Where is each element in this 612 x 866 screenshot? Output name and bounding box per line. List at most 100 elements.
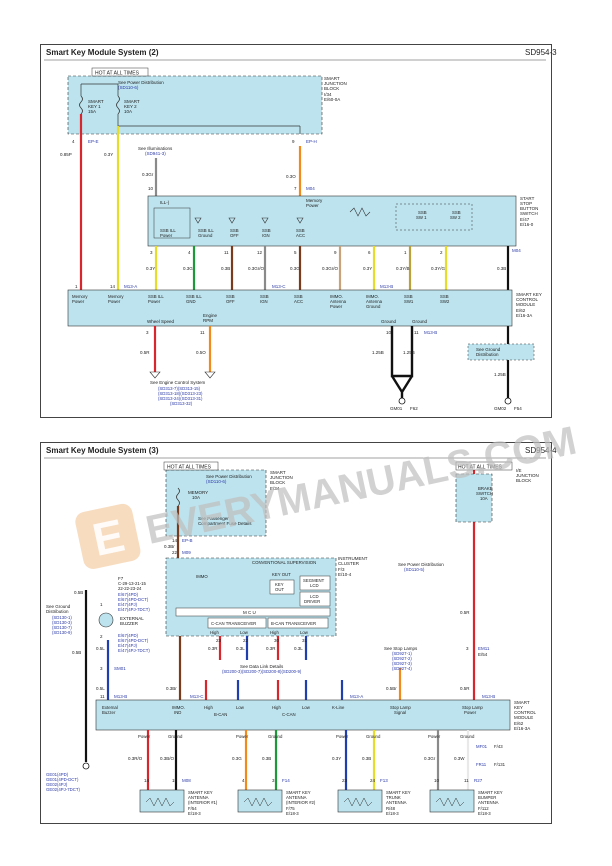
smart-key-control-module-2 [95, 699, 511, 731]
g-right-ref: F54 [514, 406, 522, 411]
ground-ref-1: (SD130-3) [52, 620, 72, 625]
brake-block-3: 10A [480, 496, 488, 501]
wire-05br: 0.5Br [386, 686, 397, 691]
ground-icon-right [504, 397, 512, 405]
buzzer-icon [98, 612, 114, 628]
ground-icon-page2 [82, 762, 90, 770]
mid-wire-5: 0.3Gr/O [322, 266, 339, 271]
antenna2-c: (INTERIOR #2) [286, 800, 316, 805]
sw-ssb-ign-2: IGN [262, 233, 270, 238]
m2-label-1: IMMO. [172, 705, 185, 710]
watermark: E EVERYMANUALS.COM [75, 419, 580, 569]
mod-label2-7: Antenna [330, 299, 347, 304]
wire-05b: 0.5B [74, 590, 83, 595]
ant-label-2: Power [236, 734, 249, 739]
antenna4: SMART KEY [478, 790, 503, 795]
ie-junction-2: JUNCTION [516, 473, 539, 478]
switch-module-wires [154, 246, 510, 398]
fuse1-label-3: 15A [88, 109, 96, 114]
m2-ctrl-2: KEY [514, 705, 523, 710]
mod-label3-7: Power [330, 304, 343, 309]
ill-label: ILL-) [160, 200, 170, 205]
mod-label-4: SSB [226, 294, 235, 299]
fuse1-label: SMART [88, 99, 104, 104]
antenna-bumper [429, 789, 475, 813]
brake-block: BRAKE [478, 486, 493, 491]
ant-label-4: Power [336, 734, 349, 739]
see-stop-lamps: See Stop Lamps [384, 646, 418, 651]
mod-label-9: SSB [404, 294, 413, 299]
sw-ssb-ign: SSB [262, 228, 271, 233]
antenna4-c: ANTENNA [478, 800, 499, 805]
ext-buzzer-2: BUZZER [120, 621, 139, 626]
see-ground-2: Distribution [476, 352, 499, 357]
mod-label2-1: Power [108, 299, 121, 304]
gconn-2: GE02(4PJ) [46, 782, 68, 787]
instrument-cluster-label: INSTRUMENT [338, 556, 368, 561]
ssb-sw2-b: SW 2 [450, 215, 461, 220]
hot-label-box [91, 67, 149, 77]
mod-pin-0: 1 [75, 284, 78, 289]
pin-3b: 3 [100, 666, 103, 671]
mod-label2-5: IGN [260, 299, 268, 304]
wire-03br2: 0.3Br [166, 686, 177, 691]
bcan-label: B-CAN TRANSCEIVER [271, 621, 316, 626]
ground-ref-3: (SD130-9) [52, 630, 72, 635]
sw-ssb-ill-ground-2: Ground [198, 233, 213, 238]
fuse1-label-2: KEY 1 [88, 104, 101, 109]
low-1: Low [240, 630, 249, 635]
smart-key-ref-2: E/16-3A [516, 313, 532, 318]
ie-junction: I/E [516, 468, 522, 473]
mod-label2-0: Power [72, 299, 85, 304]
sw-ssb-ill-power: SSB ILL [160, 228, 176, 233]
m2-ctrl-3: CONTROL [514, 710, 536, 715]
engine-ref-2: (SD313-24)(SD313-31) [158, 396, 203, 401]
antenna4-b: BUMPER [478, 795, 496, 800]
m2-label2-2: B-CAN [214, 712, 227, 717]
ant-pin-7: 11 [464, 778, 469, 783]
ant-wire-5: 0.3B [362, 756, 371, 761]
illum-label: See Illuminations [138, 146, 173, 151]
power-ref-3: (SD110-5) [404, 567, 425, 572]
antenna1-b: ANTENNA [188, 795, 209, 800]
wire-label-03gr: 0.3Gr [142, 172, 154, 177]
mid-wire-3: 0.3Gr/O [248, 266, 265, 271]
hot-label-2: HOT AT ALL TIMES [167, 465, 212, 471]
start-stop-switch [147, 195, 517, 247]
diagram-code-1: SD954-3 [525, 48, 557, 57]
antenna-coil-icon [145, 797, 175, 807]
g-left: GM01 [390, 406, 403, 411]
memory-fuse-2: 10A [192, 495, 200, 500]
conn-em11: EM11 [478, 646, 490, 651]
mid-pin-4: 5 [294, 250, 297, 255]
fuse1-icon [79, 95, 83, 115]
smart-key-ctrl-label: SMART KEY [516, 292, 542, 297]
conn-list2-2: E/47(4PJ) [118, 643, 138, 648]
resistor-icon [349, 207, 371, 217]
ant-conn-0: M08 [182, 778, 191, 783]
ccan-label: C-CAN TRANSCEIVER [211, 621, 256, 626]
antenna2-ref: F/75 [286, 806, 295, 811]
ssb-sw1-b: SW 1 [416, 215, 427, 220]
conn-list-1: E/67(4PD-DCT) [118, 597, 149, 602]
stop-ref-0: (SD927-1) [392, 651, 412, 656]
pin-bottom-1: 11 [200, 330, 205, 335]
m2-conn-m13b: M13-B [482, 694, 495, 699]
mod-label-6: SSB [294, 294, 303, 299]
wire-bottom-2: 1.25B [372, 350, 384, 355]
see-ground-dist: See Ground [46, 604, 71, 609]
wire-can-3: 0.3L [294, 646, 303, 651]
ground-b: Ground [412, 319, 428, 324]
right-pin-3: F/131 [494, 762, 506, 767]
antenna2: SMART KEY [286, 790, 311, 795]
antenna-trunk [337, 789, 383, 813]
conn-m13b-3: M13-B [114, 694, 127, 699]
conventional-label: CONVENTIONAL SUPERVISION [252, 560, 316, 565]
ie-junction-block [455, 473, 493, 523]
junction2-label: SMART [270, 470, 286, 475]
wire-label-03o: 0.3O [286, 174, 296, 179]
mod-label2-4: OFF [226, 299, 235, 304]
antenna1: SMART KEY [188, 790, 213, 795]
antenna1-c: (INTERIOR #1) [188, 800, 218, 805]
pin-bottom-0: 3 [146, 330, 149, 335]
